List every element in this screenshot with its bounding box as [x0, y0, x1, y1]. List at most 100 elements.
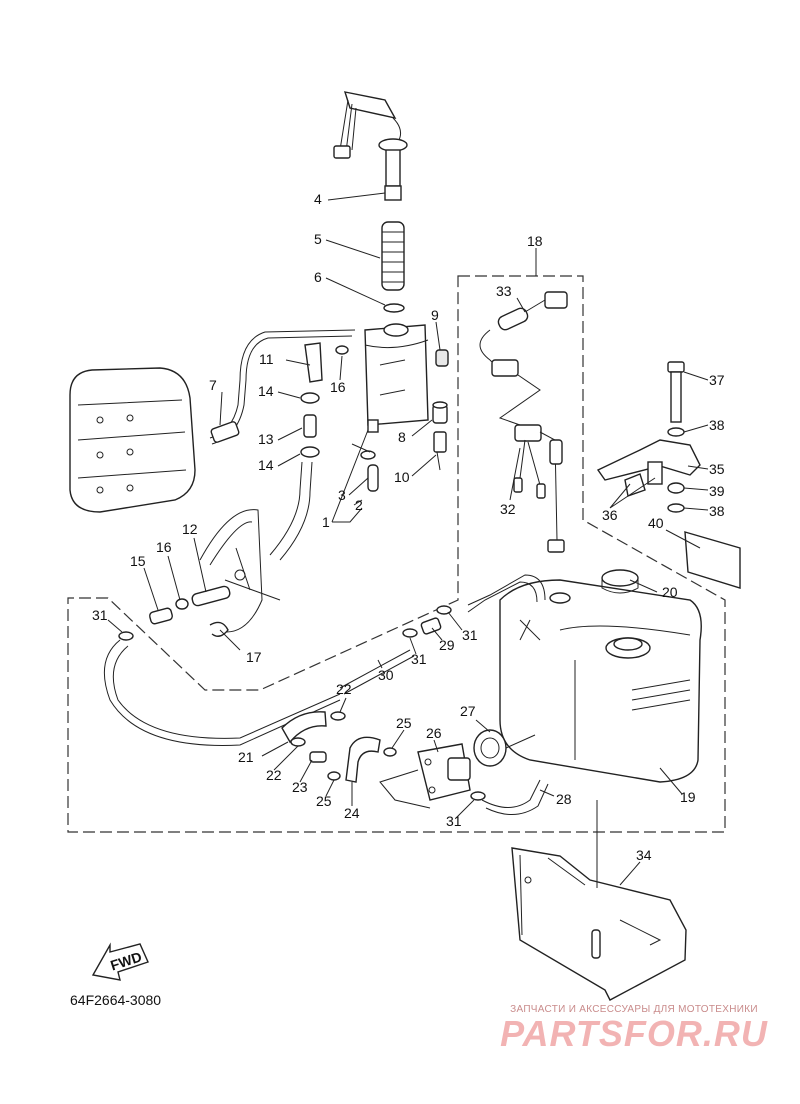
- callout-16-lower: 16: [156, 539, 172, 555]
- hose-30: [339, 649, 415, 695]
- callout-32: 32: [500, 501, 516, 517]
- callout-13: 13: [258, 431, 274, 447]
- joint-13: [303, 414, 317, 438]
- o-ring: [383, 303, 405, 313]
- callout-19: 19: [680, 789, 696, 805]
- watermark-tagline: ЗАПЧАСТИ И АКСЕССУАРЫ ДЛЯ МОТОТЕХНИКИ: [510, 1004, 758, 1015]
- fuel-filter-assembly: [364, 323, 429, 433]
- callout-27: 27: [460, 703, 476, 719]
- callout-38-upper: 38: [709, 417, 725, 433]
- pump-filter-cap: [473, 729, 536, 767]
- clip-16-upper: [335, 345, 349, 355]
- callout-23: 23: [292, 779, 308, 795]
- callout-14-upper: 14: [258, 383, 274, 399]
- watermark-brand: PARTSFOR.RU: [500, 1013, 768, 1054]
- elbow-hose-11: [304, 342, 323, 383]
- diagram-code: 64F2664-3080: [70, 992, 161, 1008]
- callout-1: 1: [322, 514, 330, 530]
- clip-31-mid-right: [436, 605, 452, 615]
- clip-14-lower: [300, 446, 320, 458]
- callout-34: 34: [636, 847, 652, 863]
- callout-16-upper: 16: [330, 379, 346, 395]
- fuel-sensor-harness: [333, 91, 408, 201]
- bracket-bolt: [667, 361, 685, 423]
- clip-25-upper: [383, 747, 397, 757]
- joint-29: [420, 617, 442, 635]
- filter-plug: [435, 349, 449, 367]
- callout-20: 20: [662, 584, 678, 600]
- callout-25-lower: 25: [316, 793, 332, 809]
- fuel-cap: [601, 569, 639, 594]
- callout-15: 15: [130, 553, 146, 569]
- small-hose-3: [367, 464, 379, 492]
- filter-bolt: [433, 431, 447, 471]
- nut-39: [667, 482, 685, 494]
- callout-33: 33: [496, 283, 512, 299]
- callout-31-bottom: 31: [446, 813, 462, 829]
- callout-31-mid: 31: [411, 651, 427, 667]
- callout-labels: 4 5 6 18 33 9 11 16 7 14 13 14 8 10 3 2 …: [92, 191, 725, 863]
- callout-31-left: 31: [92, 607, 108, 623]
- clip-31-mid: [402, 628, 418, 638]
- fuel-pump: [379, 743, 471, 809]
- callout-5: 5: [314, 231, 322, 247]
- hose-12: [191, 585, 231, 607]
- callout-9: 9: [431, 307, 439, 323]
- washer-38-lower: [667, 503, 685, 513]
- callout-39: 39: [709, 483, 725, 499]
- callout-25-upper: 25: [396, 715, 412, 731]
- clamp-17: [209, 621, 229, 637]
- clip-22-lower: [290, 737, 306, 747]
- joint-15: [149, 607, 173, 625]
- callout-22-lower: 22: [266, 767, 282, 783]
- callout-38-lower: 38: [709, 503, 725, 519]
- return-hose: [103, 639, 341, 746]
- callout-2: 2: [355, 497, 363, 513]
- callout-28: 28: [556, 791, 572, 807]
- callout-3: 3: [338, 487, 346, 503]
- clip-25-lower: [327, 771, 341, 781]
- fuel-tank: [499, 579, 702, 783]
- sensor-cable-assembly: [479, 291, 568, 553]
- clip-16-lower: [175, 598, 189, 610]
- callout-26: 26: [426, 725, 442, 741]
- callout-31-mid-right: 31: [462, 627, 478, 643]
- callout-36: 36: [602, 507, 618, 523]
- clip-14-upper: [300, 392, 320, 404]
- tank-strap-bracket: [596, 439, 701, 485]
- callout-40: 40: [648, 515, 664, 531]
- callout-14-lower: 14: [258, 457, 274, 473]
- callout-11: 11: [259, 351, 274, 367]
- callout-4: 4: [314, 191, 322, 207]
- callout-29: 29: [439, 637, 455, 653]
- callout-12: 12: [182, 521, 198, 537]
- tank-outlet-hose: [467, 574, 546, 606]
- tank-mount-bracket: [511, 847, 687, 1001]
- callout-17: 17: [246, 649, 262, 665]
- callout-6: 6: [314, 269, 322, 285]
- leader-lines: [107, 192, 709, 888]
- callout-7: 7: [209, 377, 217, 393]
- callout-8: 8: [398, 429, 406, 445]
- label-sticker: [684, 531, 741, 589]
- callout-37: 37: [709, 372, 725, 388]
- filter-element: [381, 221, 405, 291]
- callout-10: 10: [394, 469, 410, 485]
- forward-direction-arrow: FWD: [91, 942, 149, 981]
- engine-cowling-outline: [69, 367, 196, 513]
- callout-24: 24: [344, 805, 360, 821]
- clip-22-upper: [330, 711, 346, 721]
- clip-31-left: [118, 631, 134, 641]
- callout-22-upper: 22: [336, 681, 352, 697]
- washer-38-upper: [667, 427, 685, 437]
- rubber-pad-36: [624, 473, 646, 497]
- joint-23: [309, 751, 327, 763]
- callout-18: 18: [527, 233, 543, 249]
- site-watermark: ЗАПЧАСТИ И АКСЕССУАРЫ ДЛЯ МОТОТЕХНИКИ PA…: [484, 1004, 784, 1053]
- clip-2: [351, 443, 376, 460]
- group-boundary-filter: [67, 275, 726, 833]
- washer-stack: [432, 401, 448, 424]
- engine-bracket-outline: [199, 509, 281, 633]
- hose-28: [481, 779, 549, 815]
